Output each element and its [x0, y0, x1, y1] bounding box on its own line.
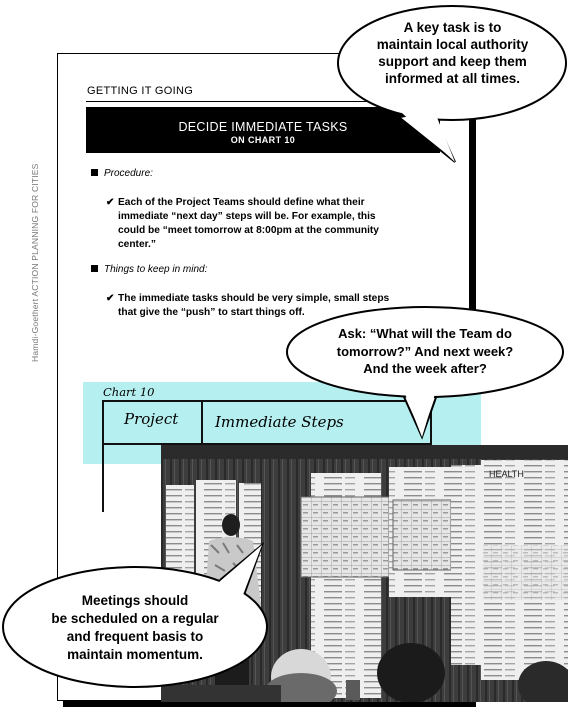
square-bullet-icon — [91, 169, 98, 176]
procedure-line: center.” — [118, 239, 156, 250]
bubble-line: and frequent basis to — [66, 629, 204, 644]
square-bullet-icon — [91, 265, 98, 272]
meeting-photo-drawing: HEALTH — [161, 445, 568, 702]
chart-divider-line — [201, 402, 203, 446]
bubble-bottom-text: Meetings should be scheduled on a regula… — [20, 592, 250, 664]
bubble-middle-text: Ask: “What will the Team do tomorrow?” A… — [295, 325, 555, 378]
bubble-line: maintain local authority — [376, 37, 529, 52]
keep-in-mind-line: The immediate tasks should be very simpl… — [118, 293, 390, 304]
keep-in-mind-heading: Things to keep in mind: — [91, 264, 207, 275]
header-rule — [86, 101, 440, 102]
page-title: DECIDE IMMEDIATE TASKS — [178, 120, 348, 134]
photo-board-text: HEALTH — [489, 469, 524, 479]
checkmark-icon: ✔ — [106, 293, 115, 304]
chart-header-line — [102, 443, 430, 445]
bubble-line: maintain momentum. — [67, 647, 203, 662]
bubble-line: A key task is to — [403, 20, 502, 35]
procedure-heading: Procedure: — [91, 168, 153, 179]
bubble-line: tomorrow?” And next week? — [336, 343, 514, 359]
chart-top-line — [102, 400, 432, 402]
procedure-line: Each of the Project Teams should define … — [118, 197, 365, 208]
bubble-line: informed at all times. — [384, 71, 521, 86]
procedure-heading-text: Procedure: — [104, 168, 153, 179]
procedure-paragraph: ✔ Each of the Project Teams should defin… — [106, 196, 379, 252]
chart-right-line — [430, 400, 432, 446]
title-box: DECIDE IMMEDIATE TASKS ON CHART 10 — [86, 107, 440, 153]
chart-label: Chart 10 — [103, 385, 155, 399]
page-subtitle: ON CHART 10 — [230, 135, 296, 145]
bubble-line: And the week after? — [363, 361, 487, 376]
chart-col-project: Project — [124, 410, 179, 428]
bubble-line: Ask: “What will the Team do — [338, 326, 512, 341]
bubble-top-text: A key task is to maintain local authorit… — [350, 19, 555, 87]
chart-col-immediate-steps: Immediate Steps — [215, 413, 344, 431]
chart-left-line — [102, 400, 104, 512]
keep-in-mind-line: that give the “push” to start things off… — [118, 307, 305, 318]
procedure-line: immediate “next day” steps will be. For … — [118, 211, 376, 222]
bubble-line: support and keep them — [378, 54, 527, 69]
bubble-line: be scheduled on a regular — [51, 611, 219, 626]
procedure-line: could be “meet tomorrow at 8:00pm at the… — [118, 225, 379, 236]
bubble-line: Meetings should — [81, 593, 189, 608]
keep-in-mind-heading-text: Things to keep in mind: — [104, 264, 208, 275]
section-label: GETTING IT GOING — [87, 85, 194, 97]
keep-in-mind-paragraph: ✔ The immediate tasks should be very sim… — [106, 292, 390, 320]
sidebar-vertical-text: Hamdi-Goethert ACTION PLANNING FOR CITIE… — [30, 163, 40, 362]
checkmark-icon: ✔ — [106, 197, 115, 208]
